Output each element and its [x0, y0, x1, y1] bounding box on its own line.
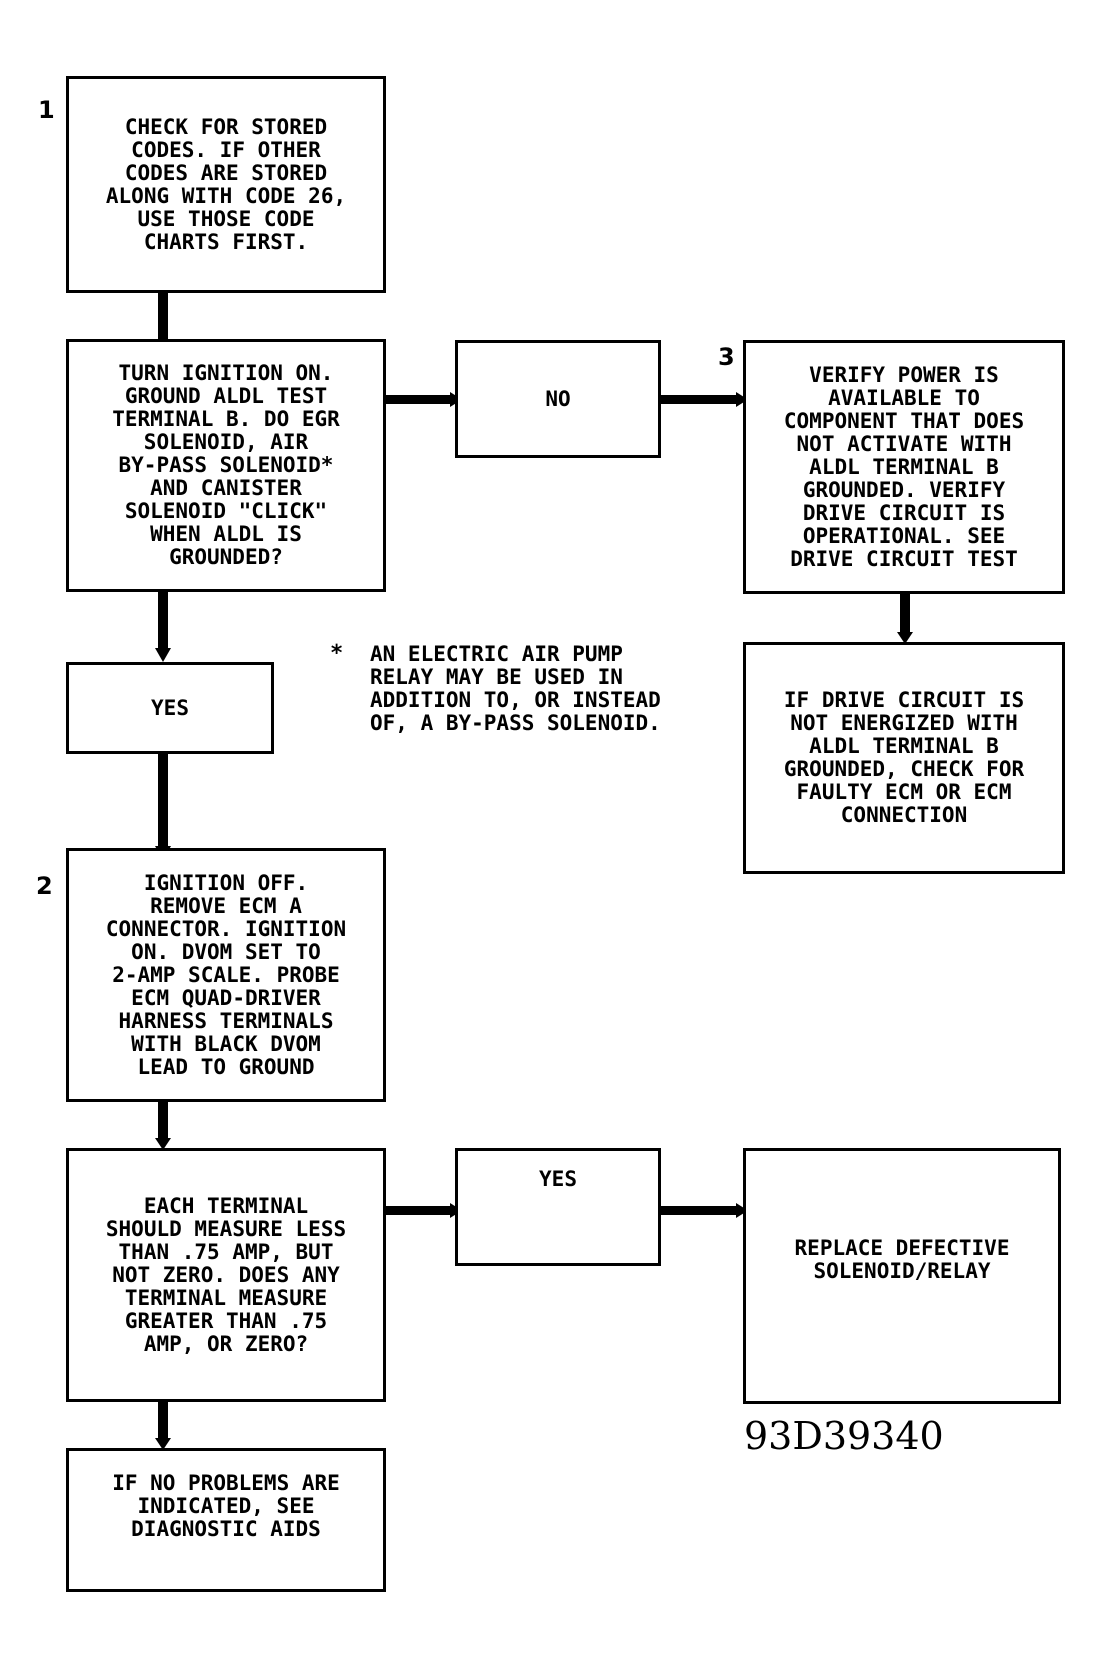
box-each-terminal-text: EACH TERMINAL SHOULD MEASURE LESS THAN .… — [105, 1193, 347, 1356]
box-no-problems: IF NO PROBLEMS ARE INDICATED, SEE DIAGNO… — [66, 1448, 386, 1592]
box-ignition-off: IGNITION OFF. REMOVE ECM A CONNECTOR. IG… — [66, 848, 386, 1102]
connector-each-to-yes — [381, 1206, 453, 1215]
box-yes-decision-text: YES — [151, 695, 189, 720]
box-check-stored-codes: CHECK FOR STORED CODES. IF OTHER CODES A… — [66, 76, 386, 293]
step-number-1: 1 — [38, 96, 55, 124]
connector-verify-to-drive — [900, 592, 910, 634]
box-yes-decision-2-text: YES — [539, 1167, 577, 1191]
box-check-stored-codes-text: CHECK FOR STORED CODES. IF OTHER CODES A… — [105, 114, 347, 254]
step-number-3: 3 — [718, 343, 735, 371]
box-verify-power-text: VERIFY POWER IS AVAILABLE TO COMPONENT T… — [783, 362, 1025, 571]
footnote-marker: * — [330, 641, 344, 666]
connector-ignition-to-each — [158, 1100, 168, 1140]
arrowhead-down-each — [155, 1138, 171, 1150]
connector-each-to-noproblems — [158, 1400, 168, 1440]
connector-turn-to-no — [381, 395, 453, 404]
connector-turn-to-yes — [158, 590, 168, 650]
box-no-problems-text: IF NO PROBLEMS ARE INDICATED, SEE DIAGNO… — [112, 1470, 340, 1541]
figure-reference-code: 93D39340 — [744, 1414, 944, 1458]
box-turn-ignition-on-text: TURN IGNITION ON. GROUND ALDL TEST TERMI… — [112, 361, 340, 569]
arrowhead-down-drive — [897, 632, 913, 644]
arrowhead-right-replace — [736, 1203, 748, 1218]
box-verify-power: VERIFY POWER IS AVAILABLE TO COMPONENT T… — [743, 340, 1065, 594]
connector-check-to-turn — [158, 291, 168, 339]
arrowhead-right-verify — [736, 392, 748, 407]
box-no-decision-text: NO — [545, 386, 571, 411]
arrowhead-down-noproblems — [155, 1438, 171, 1450]
connector-no-to-verify — [659, 395, 739, 404]
box-replace-solenoid: REPLACE DEFECTIVE SOLENOID/RELAY — [743, 1148, 1061, 1404]
connector-yes-to-ignition — [158, 740, 168, 849]
box-drive-circuit-text: IF DRIVE CIRCUIT IS NOT ENERGIZED WITH A… — [783, 688, 1025, 827]
box-yes-decision-2: YES — [455, 1148, 661, 1266]
box-replace-solenoid-text: REPLACE DEFECTIVE SOLENOID/RELAY — [794, 1236, 1010, 1283]
box-each-terminal: EACH TERMINAL SHOULD MEASURE LESS THAN .… — [66, 1148, 386, 1402]
footnote-text: AN ELECTRIC AIR PUMP RELAY MAY BE USED I… — [370, 642, 661, 735]
box-turn-ignition-on: TURN IGNITION ON. GROUND ALDL TEST TERMI… — [66, 339, 386, 592]
box-ignition-off-text: IGNITION OFF. REMOVE ECM A CONNECTOR. IG… — [105, 870, 347, 1079]
connector-yes-to-replace — [659, 1206, 739, 1215]
box-yes-decision: YES — [66, 662, 274, 754]
arrowhead-down-yes — [155, 648, 171, 662]
box-drive-circuit: IF DRIVE CIRCUIT IS NOT ENERGIZED WITH A… — [743, 642, 1065, 874]
box-no-decision: NO — [455, 340, 661, 458]
step-number-2: 2 — [36, 872, 53, 900]
